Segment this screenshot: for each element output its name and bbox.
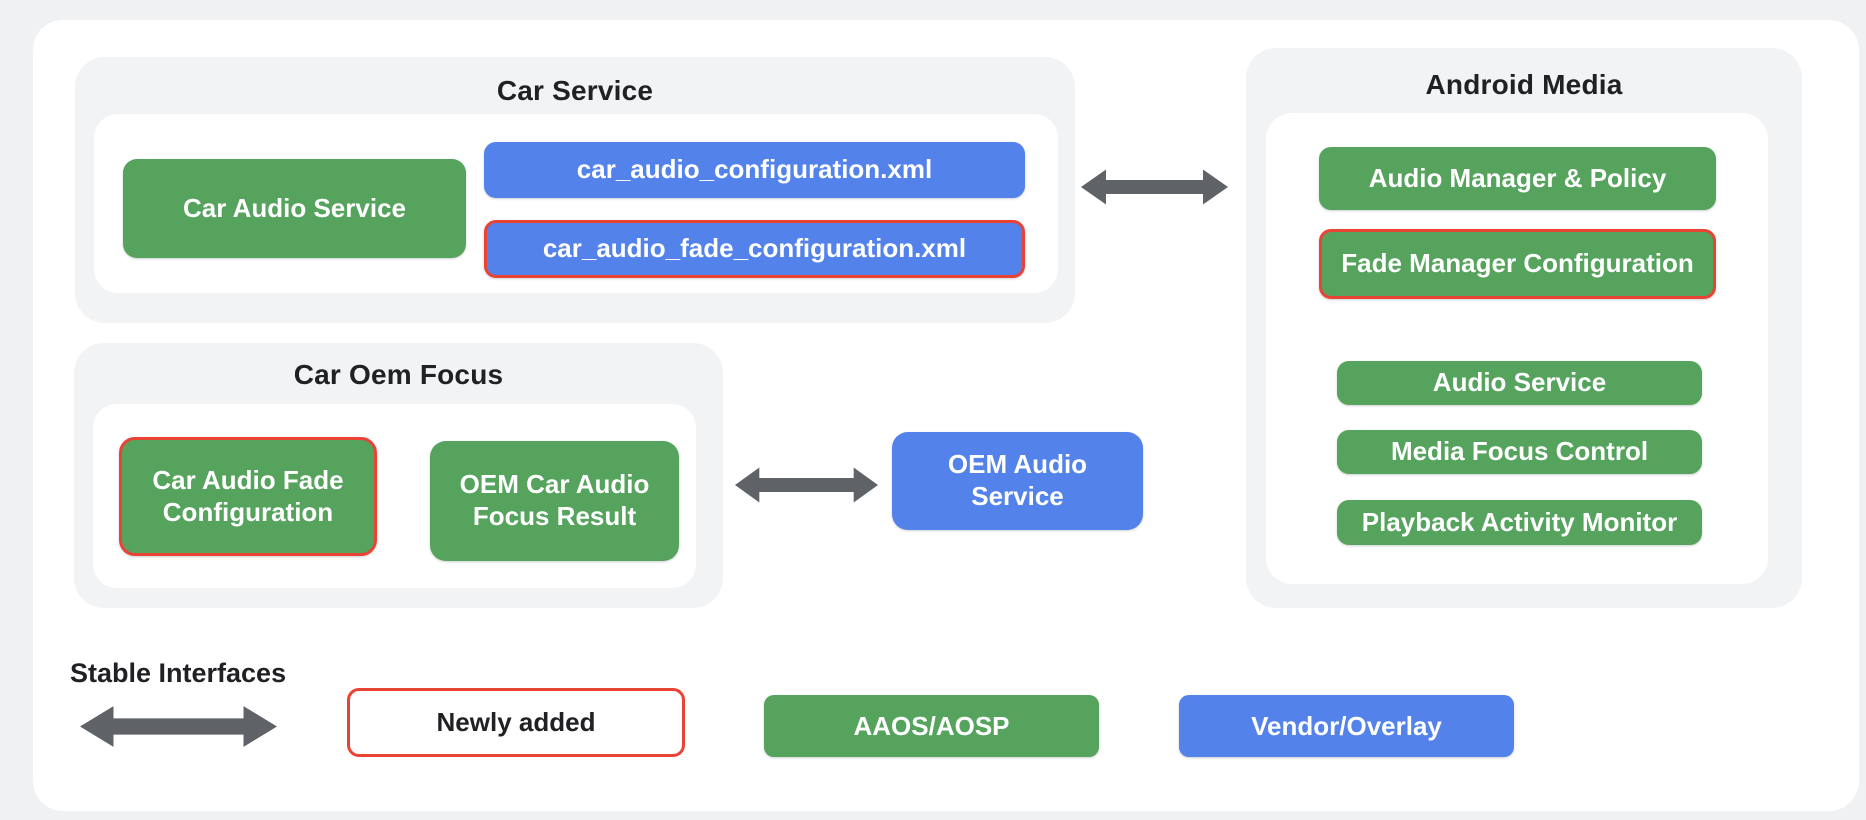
legend-aaos-aosp: AAOS/AOSP [764, 695, 1099, 757]
node-oem-audio-service: OEM Audio Service [892, 432, 1143, 530]
android-media-title: Android Media [1425, 69, 1623, 100]
group-car-service: Car Service Car Audio Service car_audio_… [75, 57, 1075, 323]
node-audio-manager-policy: Audio Manager & Policy [1319, 147, 1716, 210]
double-arrow-icon [80, 702, 277, 751]
node-car-audio-fade-configuration-xml: car_audio_fade_configuration.xml [484, 220, 1025, 278]
legend-vendor-overlay: Vendor/Overlay [1179, 695, 1514, 757]
node-media-focus-control: Media Focus Control [1337, 430, 1702, 474]
legend-newly-added: Newly added [347, 688, 685, 757]
node-car-audio-service: Car Audio Service [123, 159, 466, 258]
node-playback-activity-monitor: Playback Activity Monitor [1337, 500, 1702, 545]
node-car-audio-fade-configuration: Car Audio Fade Configuration [119, 437, 377, 556]
car-oem-focus-title: Car Oem Focus [293, 359, 504, 390]
double-arrow-icon [1081, 166, 1228, 208]
legend-stable-interfaces-label: Stable Interfaces [70, 658, 287, 688]
double-arrow-icon [735, 464, 878, 506]
android-media-panel: Audio Manager & Policy Fade Manager Conf… [1266, 113, 1768, 584]
car-service-title: Car Service [496, 75, 654, 106]
car-oem-focus-panel: Car Audio Fade Configuration OEM Car Aud… [93, 404, 696, 588]
node-oem-car-audio-focus-result: OEM Car Audio Focus Result [430, 441, 679, 561]
car-service-panel: Car Audio Service car_audio_configuratio… [94, 114, 1058, 293]
group-car-oem-focus: Car Oem Focus Car Audio Fade Configurati… [74, 343, 723, 608]
group-android-media: Android Media Audio Manager & Policy Fad… [1246, 48, 1802, 608]
node-fade-manager-configuration: Fade Manager Configuration [1319, 229, 1716, 299]
node-audio-service: Audio Service [1337, 361, 1702, 405]
node-car-audio-configuration-xml: car_audio_configuration.xml [484, 142, 1025, 198]
